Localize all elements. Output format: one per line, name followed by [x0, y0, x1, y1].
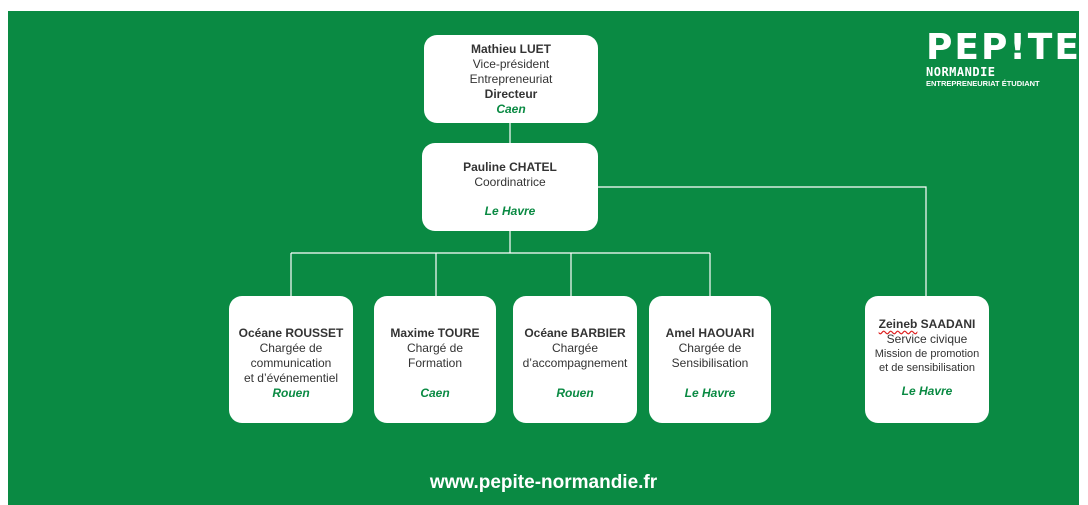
staff-city: Rouen: [556, 386, 594, 400]
staff-city: Rouen: [272, 386, 310, 400]
staff-city: Caen: [420, 386, 450, 400]
staff-role-1: Chargée: [551, 341, 599, 355]
spacer: [865, 375, 989, 384]
card-director: Mathieu LUET Vice-président Entrepreneur…: [424, 35, 598, 123]
card-rousset: Océane ROUSSET Chargée de communication …: [229, 296, 353, 423]
spacer: [649, 371, 771, 386]
spacer: [374, 371, 496, 386]
staff-role-1: Chargé de: [406, 341, 464, 355]
staff-role-1: Chargée de: [678, 341, 742, 355]
staff-last-name: SAADANI: [920, 317, 976, 331]
director-role-1: Vice-président: [472, 57, 550, 71]
director-role-3: Directeur: [484, 87, 538, 101]
staff-role-2: communication: [250, 356, 332, 370]
logo-region: NORMANDIE: [926, 65, 996, 79]
staff-role-3: et de sensibilisation: [878, 362, 975, 374]
card-barbier: Océane BARBIER Chargée d’accompagnement …: [513, 296, 637, 423]
spacer: [422, 190, 598, 204]
card-coordinator: Pauline CHATEL Coordinatrice Le Havre: [422, 143, 598, 231]
staff-name: Océane ROUSSET: [238, 326, 344, 340]
director-city: Caen: [496, 102, 526, 116]
connector-saadani: [598, 186, 927, 296]
staff-role-2: Mission de promotion: [874, 348, 980, 360]
logo-brand: PEP!TE: [926, 27, 1079, 68]
director-role-2: Entrepreneuriat: [469, 72, 553, 86]
staff-role-1: Chargée de: [259, 341, 323, 355]
staff-city: Le Havre: [901, 384, 953, 398]
connector-lines: [290, 123, 927, 296]
website-url: www.pepite-normandie.fr: [429, 472, 658, 493]
staff-city: Le Havre: [684, 386, 736, 400]
staff-role-2: Sensibilisation: [671, 356, 749, 370]
staff-first-name: Zeineb: [878, 317, 918, 331]
staff-role-2: Formation: [407, 356, 463, 370]
staff-name: Maxime TOURE: [390, 326, 480, 340]
card-toure: Maxime TOURE Chargé de Formation Caen: [374, 296, 496, 423]
director-name: Mathieu LUET: [471, 42, 551, 56]
org-chart-slide: Mathieu LUET Vice-président Entrepreneur…: [8, 11, 1079, 505]
coordinator-role: Coordinatrice: [474, 175, 546, 189]
logo-tagline: ENTREPRENEURIAT ÉTUDIANT: [926, 79, 1040, 88]
spacer: [513, 371, 637, 386]
coordinator-name: Pauline CHATEL: [463, 160, 557, 174]
staff-role-1: Service civique: [886, 332, 968, 346]
staff-name: Zeineb SAADANI: [865, 317, 989, 332]
card-haouari: Amel HAOUARI Chargée de Sensibilisation …: [649, 296, 771, 423]
staff-role-3: et d’événementiel: [243, 371, 339, 385]
card-saadani: Zeineb SAADANI Service civique Mission d…: [865, 296, 989, 423]
staff-role-2: d’accompagnement: [522, 356, 628, 370]
staff-name: Océane BARBIER: [524, 326, 626, 340]
coordinator-city: Le Havre: [484, 204, 536, 218]
pepite-logo: PEP!TE NORMANDIE ENTREPRENEURIAT ÉTUDIAN…: [926, 27, 1079, 89]
staff-name: Amel HAOUARI: [665, 326, 755, 340]
